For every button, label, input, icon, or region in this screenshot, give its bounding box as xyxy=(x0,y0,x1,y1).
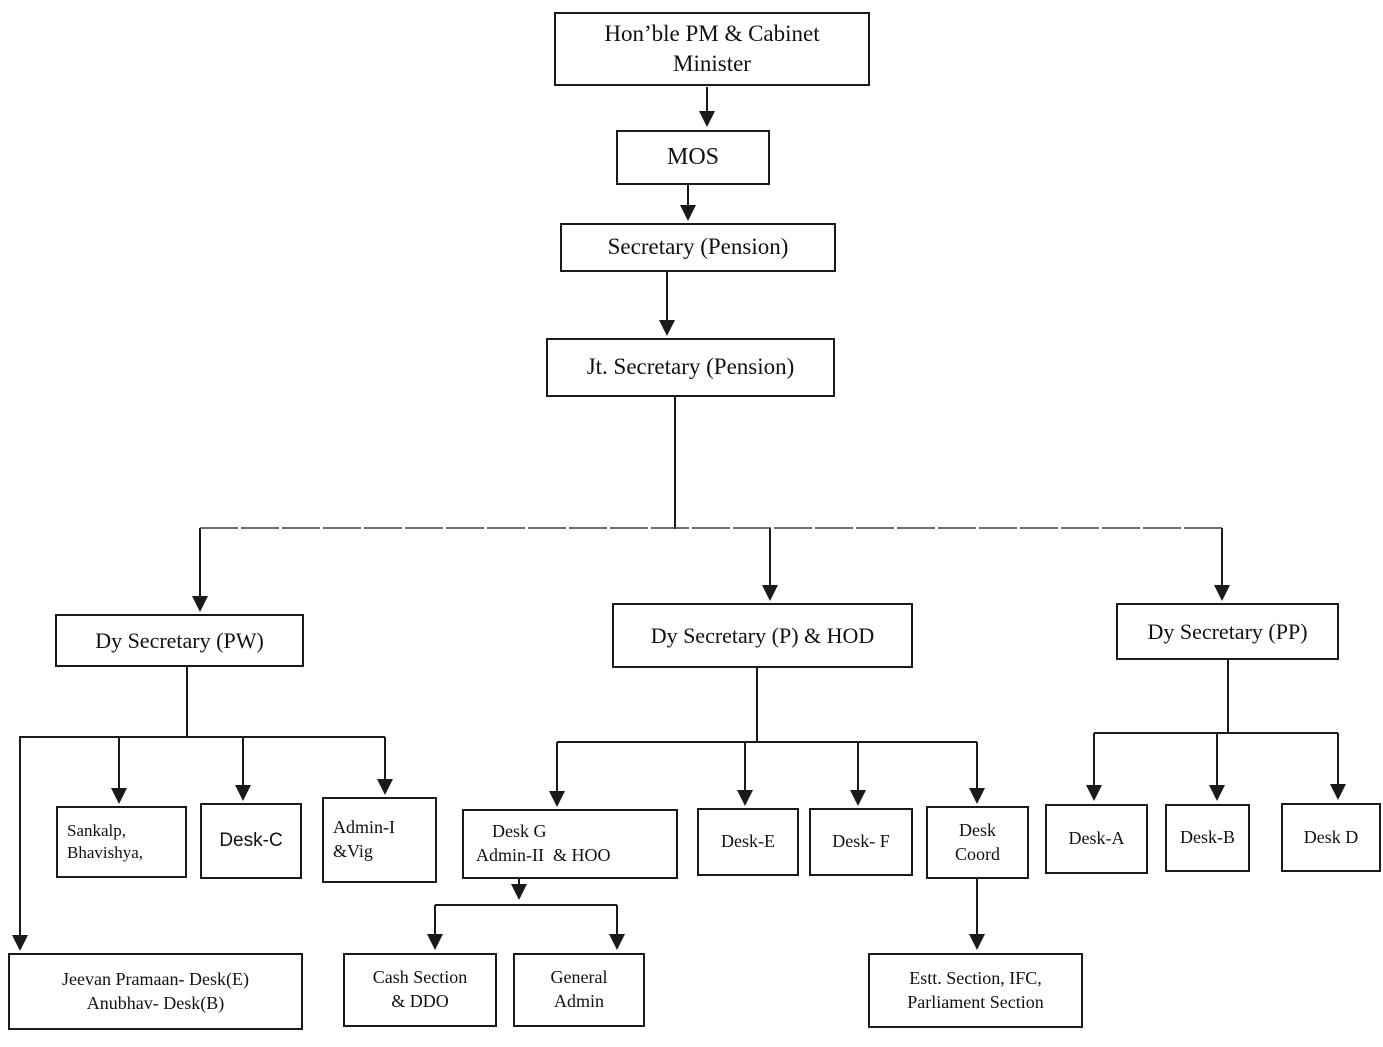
node-desk-e: Desk-E xyxy=(697,808,799,876)
p-hod-branch-connectors xyxy=(427,668,985,950)
node-label-line: Sankalp, xyxy=(67,820,127,840)
node-pm-cabinet-minister: Hon’ble PM & Cabinet Minister xyxy=(554,12,870,86)
node-label-line: Desk-A xyxy=(1068,828,1125,849)
node-label-line: Desk- F xyxy=(832,831,890,852)
node-estt-ifc-parliament: Estt. Section, IFC, Parliament Section xyxy=(868,953,1083,1028)
node-jt-secretary-pension: Jt. Secretary (Pension) xyxy=(546,338,835,397)
node-label-line: Parliament Section xyxy=(907,991,1044,1012)
node-dy-secretary-pw: Dy Secretary (PW) xyxy=(55,614,304,667)
node-cash-section-ddo: Cash Section & DDO xyxy=(343,953,497,1027)
node-label-line: Secretary (Pension) xyxy=(607,234,789,260)
node-desk-c: Desk-C xyxy=(200,803,302,879)
node-mos: MOS xyxy=(616,130,770,185)
node-label-line: Minister xyxy=(673,51,751,76)
node-label-line: Estt. Section, IFC, xyxy=(909,967,1042,988)
node-label-line: Desk-B xyxy=(1180,827,1235,848)
node-label-line: Hon’ble PM & Cabinet xyxy=(604,20,820,46)
node-admin-i-vig: Admin-I &Vig xyxy=(322,797,437,883)
node-label-line: Dy Secretary (PW) xyxy=(95,627,264,653)
node-label-line: Anubhav- Desk(B) xyxy=(86,992,225,1013)
node-label-line: General xyxy=(550,967,608,988)
node-label-line: Admin xyxy=(553,991,604,1011)
node-label-line: Cash Section xyxy=(372,967,468,988)
node-label-line: Desk G xyxy=(492,821,547,842)
node-label-line: &Vig xyxy=(333,841,373,861)
node-secretary-pension: Secretary (Pension) xyxy=(560,223,836,272)
node-sankalp-bhavishya: Sankalp, Bhavishya, xyxy=(56,806,187,878)
node-desk-b: Desk-B xyxy=(1165,804,1250,872)
node-label-line: Desk-E xyxy=(721,831,775,852)
node-dy-secretary-p-hod: Dy Secretary (P) & HOD xyxy=(612,603,913,668)
node-label-line: Desk xyxy=(959,819,996,840)
node-label-line: Admin-II & HOO xyxy=(476,845,611,865)
node-dy-secretary-pp: Dy Secretary (PP) xyxy=(1116,603,1339,660)
node-label-line: Desk-C xyxy=(219,830,283,852)
node-label-line: & DDO xyxy=(391,991,449,1011)
node-desk-f: Desk- F xyxy=(809,808,913,876)
node-desk-g-admin-ii-hoo: Desk G Admin-II & HOO xyxy=(462,809,678,879)
node-label-line: Admin-I xyxy=(333,817,395,838)
node-label-line: Coord xyxy=(955,843,1000,864)
spine-connectors xyxy=(192,87,1230,612)
node-label-line: Bhavishya, xyxy=(67,843,144,862)
pw-branch-connectors xyxy=(12,667,393,951)
node-label-line: Jt. Secretary (Pension) xyxy=(586,354,795,380)
node-jeevan-pramaan-anubhav: Jeevan Pramaan- Desk(E) Anubhav- Desk(B) xyxy=(8,953,303,1030)
node-desk-d: Desk D xyxy=(1281,803,1381,872)
node-label-line: Dy Secretary (P) & HOD xyxy=(650,622,875,648)
node-label-line: MOS xyxy=(666,143,720,170)
node-desk-coord: Desk Coord xyxy=(926,806,1029,879)
node-label-line: Jeevan Pramaan- Desk(E) xyxy=(62,968,249,989)
pp-branch-connectors xyxy=(1086,660,1346,801)
node-desk-a: Desk-A xyxy=(1045,804,1148,874)
node-label-line: Desk D xyxy=(1303,826,1359,847)
node-general-admin: General Admin xyxy=(513,953,645,1027)
node-label-line: Dy Secretary (PP) xyxy=(1147,618,1308,644)
